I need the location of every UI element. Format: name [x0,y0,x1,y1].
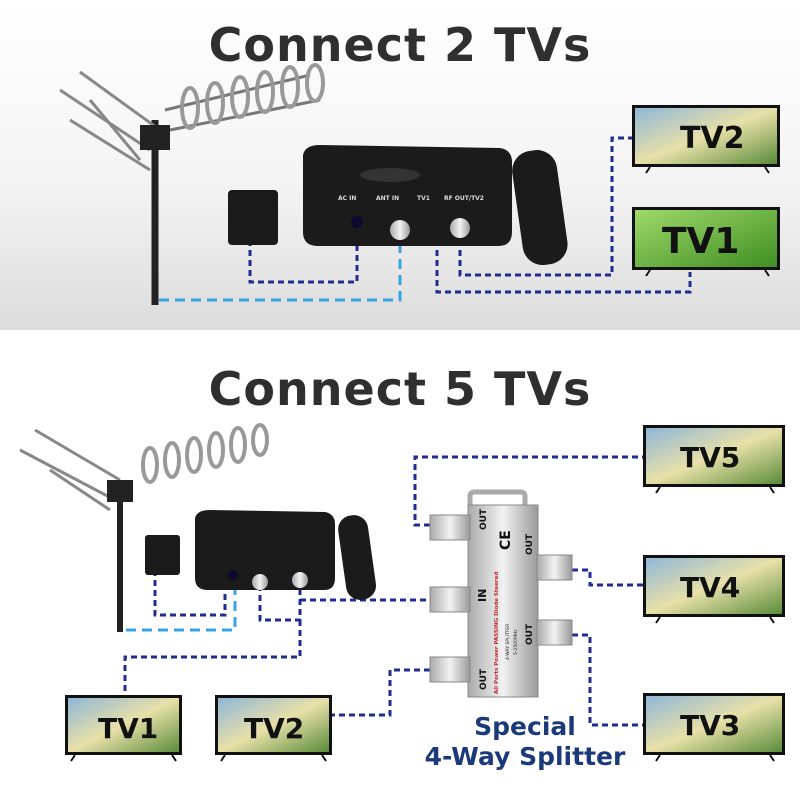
splitter-note: All Ports Power PASSING Diode Steered [494,572,500,694]
tv-label: TV1 [662,221,739,262]
bottom-cables [118,455,643,727]
tv2-bottom: TV2 [215,695,332,762]
splitter-to-tv1 [123,620,302,695]
tv2-top: TV2 [632,105,780,174]
amplifier-box: AC IN ANT IN TV1 RF OUT/TV2 [303,145,512,246]
splitter-caption: Special 4-Way Splitter [410,712,640,772]
port-label-ant-in: ANT IN [376,195,399,202]
splitter-4-way: OUT OUT IN OUT OUT All Ports Power PASSI… [429,489,573,698]
splitter-model: 4-WAY SPLITTER [505,624,511,660]
splitter-caption-line2: 4-Way Splitter [424,742,626,771]
title-connect-5-tvs: Connect 5 TVs [208,362,592,416]
ce-mark-icon: CE [498,530,514,550]
tv-label: TV4 [680,571,740,604]
splitter-frequency: 5-2500MHz [513,629,519,655]
remote-control-icon [338,515,377,600]
tv-label: TV5 [680,441,740,474]
tv1-top: TV1 [632,207,780,277]
power-adapter-icon [145,535,180,575]
splitter-out-label: OUT [525,623,535,645]
splitter-to-tv3 [572,633,643,727]
splitter-in-label: IN [476,589,489,602]
antenna-icon [59,63,325,305]
antenna-cable [118,540,237,632]
remote-control-icon [512,150,568,266]
tv-label: TV1 [98,712,158,745]
tv-label: TV3 [680,709,740,742]
antenna-icon [19,423,269,632]
tv2-cable [458,136,632,277]
tv3: TV3 [643,693,785,762]
amplifier-box [195,510,335,590]
tv1-cable [435,240,692,294]
splitter-to-tv2 [330,668,430,717]
title-connect-2-tvs: Connect 2 TVs [208,18,592,72]
tv5: TV5 [643,425,785,494]
splitter-out-label: OUT [525,533,535,555]
splitter-caption-line1: Special [474,712,576,741]
splitter-out-label: OUT [479,508,489,530]
power-adapter-icon [228,190,278,245]
port-label-ac-in: AC IN [338,195,356,202]
splitter-out-label: OUT [479,668,489,690]
tv4: TV4 [643,555,785,624]
tv-label: TV2 [680,121,745,156]
splitter-to-tv4 [572,568,643,587]
port-label-tv1: TV1 [417,195,430,202]
tv-label: TV2 [244,712,304,745]
tv1-bottom: TV1 [65,695,182,762]
power-cable [248,232,359,284]
port-label-rf-out: RF OUT/TV2 [444,195,484,202]
